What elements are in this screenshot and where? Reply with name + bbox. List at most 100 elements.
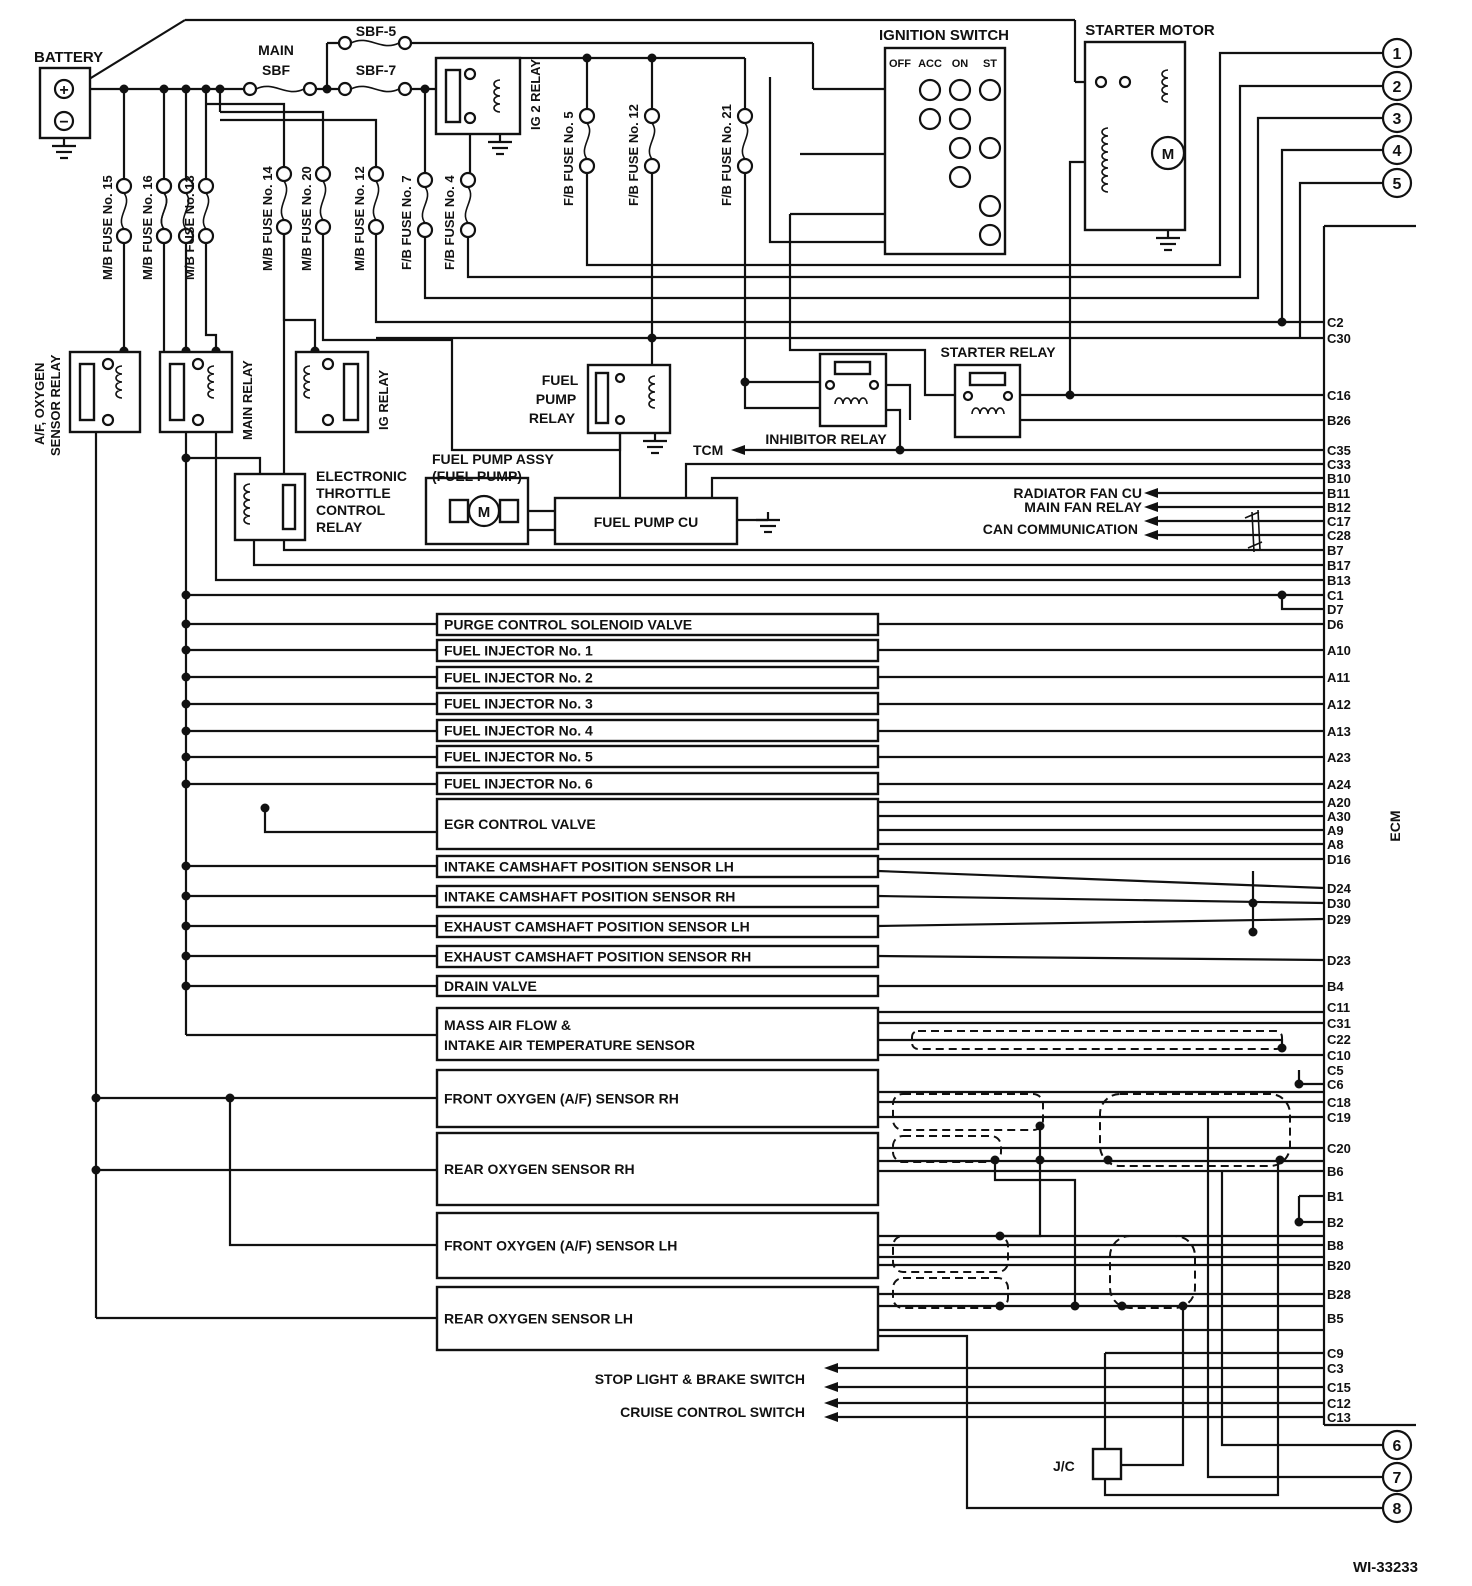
ign-contact: [948, 78, 972, 102]
af-oxygen-relay-switch: [78, 362, 96, 422]
battery-negative-terminal: [53, 110, 75, 132]
fpcu-to-c33: [684, 462, 1324, 498]
component-label-15: FRONT OXYGEN (A/F) SENSOR RH: [444, 1091, 679, 1107]
af-oxygen-relay-pin-b: [101, 413, 115, 427]
junction-dot: [181, 951, 191, 961]
ecm-pin-d16: D16: [1327, 852, 1351, 867]
shield-front-lh: [892, 1235, 1009, 1273]
fb5-bottom: [578, 157, 596, 175]
mb-fuse-16-bottom: [155, 227, 173, 245]
af-relay-label-2: SENSOR RELAY: [48, 354, 63, 456]
fb12-bottom: [643, 157, 661, 175]
etc-to-b17: [252, 540, 1324, 567]
sbf-5-element: [350, 39, 400, 47]
ign-pos-st: ST: [983, 58, 997, 70]
component-label-13: MASS AIR FLOW &: [444, 1017, 571, 1033]
fb5-element: [583, 122, 591, 160]
starter-relay-switch: [968, 371, 1007, 387]
mb-fuse-0-bottom: [115, 227, 133, 245]
ecm-pin-c35: C35: [1327, 443, 1351, 458]
ecm-pin-c30: C30: [1327, 331, 1351, 346]
mbf12-in: [220, 118, 378, 167]
arrow-left-icon: [824, 1382, 838, 1392]
ecm-pin-a20: A20: [1327, 795, 1351, 810]
ign-contact: [948, 136, 972, 160]
component-label-1: FUEL INJECTOR No. 1: [444, 643, 593, 659]
tcm-label: TCM: [693, 442, 723, 458]
inhibitor-relay-label: INHIBITOR RELAY: [765, 431, 887, 447]
stop-light-label: STOP LIGHT & BRAKE SWITCH: [595, 1371, 805, 1387]
ecm-pin-a11: A11: [1327, 670, 1350, 685]
to-connector-1: [585, 51, 1395, 267]
component-box-16: [435, 1211, 880, 1280]
component-label-8: INTAKE CAMSHAFT POSITION SENSOR LH: [444, 859, 734, 875]
tcm-arrow-icon: [731, 445, 745, 455]
fb12-element: [648, 122, 656, 160]
wire: [877, 954, 1325, 962]
ig-relay-pin-b: [321, 413, 335, 427]
wires: [52, 18, 1416, 1510]
feed-junction: [322, 84, 332, 94]
main-relay-coil: [207, 365, 215, 399]
mb-fuse-0-element: [120, 192, 128, 230]
connector-5-label: 5: [1393, 176, 1402, 193]
ign-contact: [918, 78, 942, 102]
junction-dot: [181, 619, 191, 629]
mb-fuse-3-element: [280, 180, 288, 221]
radiator-fan-cu-label: RADIATOR FAN CU: [1013, 485, 1142, 501]
component-box-11: [435, 944, 880, 969]
ecm-pin-a23: A23: [1327, 750, 1351, 765]
fuel-pump-relay-label-1: FUEL: [542, 372, 579, 388]
etc-relay-label-1: ELECTRONIC: [316, 468, 407, 484]
fb4-bottom: [459, 221, 477, 239]
ecm-pin-c12: C12: [1327, 1396, 1351, 1411]
etc-to-b7: [282, 540, 1324, 552]
terminal: [1002, 390, 1014, 402]
main-sbf-label-2: SBF: [262, 62, 290, 78]
wire: [1280, 595, 1324, 611]
ecm-pin-d24: D24: [1327, 881, 1352, 896]
fuel-pump-cu-label: FUEL PUMP CU: [594, 514, 699, 530]
wire: [1121, 1306, 1185, 1467]
mb-fuse-label-5: M/B FUSE No. 12: [352, 166, 367, 271]
wire: [228, 1098, 437, 1247]
to-connector-6: [1220, 1171, 1395, 1447]
ecm-pin-c2: C2: [1327, 315, 1344, 330]
mb-fuse-label-1: M/B FUSE No. 16: [140, 175, 155, 280]
ecm-pin-c3: C3: [1327, 1361, 1344, 1376]
component-box-3: [435, 691, 880, 716]
ecm-pin-b8: B8: [1327, 1238, 1344, 1253]
ig2-relay-switch: [444, 68, 462, 124]
ecm-pin-b20: B20: [1327, 1258, 1351, 1273]
junction-dot: [181, 981, 191, 991]
fb7-top: [416, 171, 434, 189]
ecm-pin-c1: C1: [1327, 588, 1344, 603]
main-relay-label: MAIN RELAY: [240, 360, 255, 440]
ecm-pin-c20: C20: [1327, 1141, 1351, 1156]
sbf-7-element: [350, 85, 400, 93]
component-label-10: EXHAUST CAMSHAFT POSITION SENSOR LH: [444, 919, 750, 935]
mb-fuse-16-element: [160, 192, 168, 230]
mb-fuse-label-3: M/B FUSE No. 14: [260, 165, 275, 271]
mb-fuse-2-element: [202, 192, 210, 230]
fuel-pump-assy-label-1: FUEL PUMP ASSY: [432, 451, 555, 467]
mb-fuse-label-4: M/B FUSE No. 20: [299, 166, 314, 271]
starter-motor-symbol: M: [1162, 146, 1175, 163]
fb-fuse-label-3: F/B FUSE No. 12: [626, 104, 641, 206]
ecm-pin-c22: C22: [1327, 1032, 1351, 1047]
etc-relay-label-2: THROTTLE: [316, 485, 391, 501]
terminal: [868, 379, 880, 391]
battery-cable: [72, 19, 186, 90]
ecm-pin-c13: C13: [1327, 1410, 1351, 1425]
fb5-top: [578, 107, 596, 125]
arrow-left-icon: [1144, 516, 1158, 526]
ecm-pin-b2: B2: [1327, 1215, 1344, 1230]
etc-relay-label-4: RELAY: [316, 519, 363, 535]
fb4-element: [464, 186, 472, 224]
sbf5-label: SBF-5: [356, 23, 397, 39]
ecm-pin-d7: D7: [1327, 602, 1344, 617]
starter-motor-label: STARTER MOTOR: [1085, 22, 1215, 39]
wire: [886, 408, 902, 450]
ign-contact: [948, 107, 972, 131]
ecm-pin-b10: B10: [1327, 471, 1351, 486]
